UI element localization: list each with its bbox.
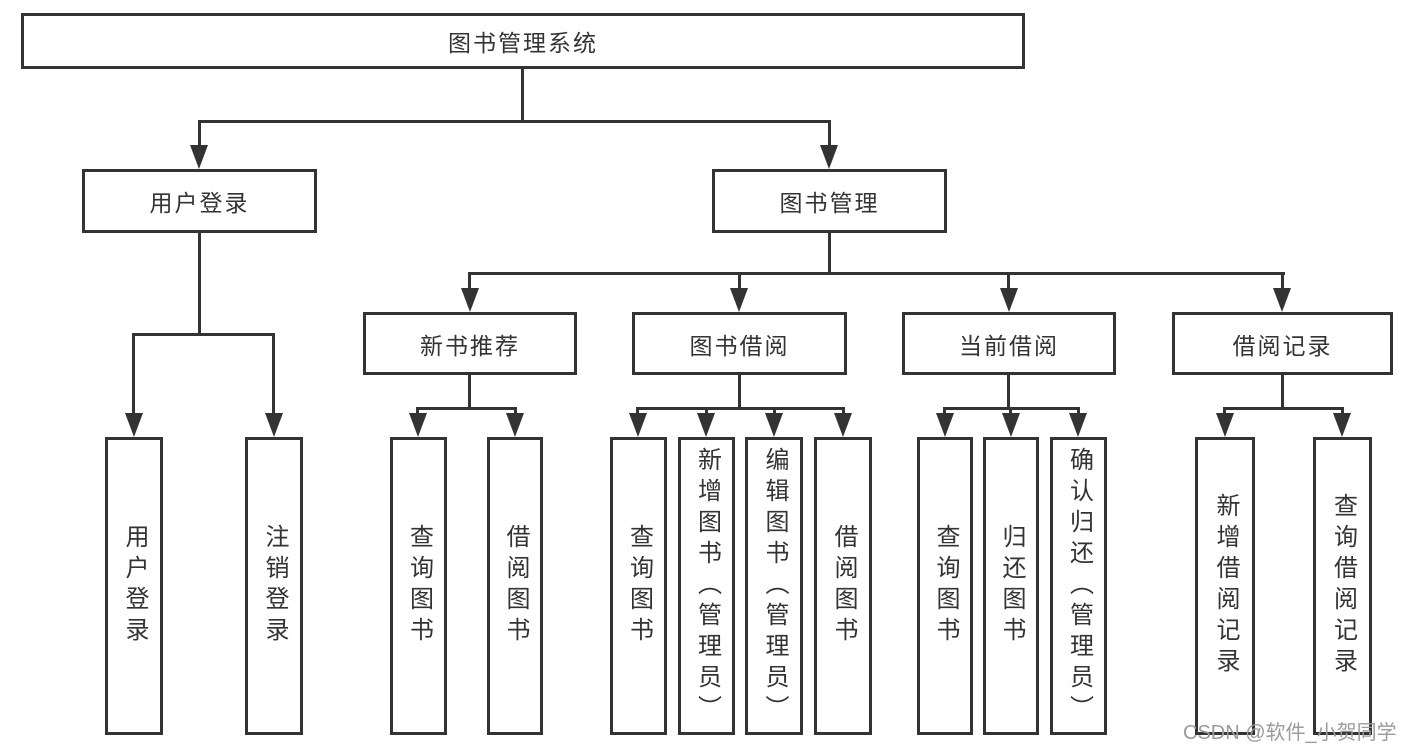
node-borrowing-records: 借阅记录: [1172, 312, 1393, 375]
arrowhead-leaf-borrow-recommend: [506, 413, 524, 437]
node-label: 新书推荐: [420, 332, 520, 359]
connector-leaf-drop: [1223, 407, 1226, 415]
node-label: 图书管理: [779, 190, 880, 216]
node-book-management: 图书管理: [712, 169, 947, 233]
arrowhead-leaf-add-record: [1216, 413, 1234, 437]
connector-recommend-drop: [468, 272, 471, 290]
connector-records-rail: [1223, 407, 1344, 410]
arrowhead-leaf-login: [125, 413, 143, 437]
arrowhead-recommend: [461, 288, 479, 312]
leaf-add-borrow-record: 新增借阅记录: [1195, 437, 1255, 735]
leaf-edit-book-admin: 编辑图书（管理员）: [745, 437, 803, 735]
leaf-borrow-books-borrowing: 借阅图书: [814, 437, 872, 735]
arrowhead-leaf-edit-book: [765, 413, 783, 437]
leaf-label: 借阅图书: [502, 524, 529, 648]
leaf-query-borrow-record: 查询借阅记录: [1313, 437, 1372, 735]
leaf-label: 新增借阅记录: [1212, 493, 1239, 679]
connector-user-login-stem: [198, 233, 201, 333]
arrowhead-leaf-logout: [265, 413, 283, 437]
node-label: 图书借阅: [689, 332, 790, 359]
leaf-query-books-recommend: 查询图书: [390, 437, 447, 735]
connector-level3-rail: [468, 272, 1285, 275]
leaf-label: 注销登录: [261, 524, 288, 648]
connector-records-stem: [1281, 375, 1284, 407]
connector-leaf-drop: [1077, 407, 1080, 415]
connector-leaf-drop: [705, 407, 708, 415]
arrowhead-leaf-query-borrowing: [629, 413, 647, 437]
connector-user-login-drop: [198, 120, 201, 147]
node-label: 图书管理系统: [448, 30, 598, 56]
leaf-add-book-admin: 新增图书（管理员）: [678, 437, 735, 735]
leaf-label: 用户登录: [121, 524, 148, 648]
leaf-query-books-borrowing: 查询图书: [610, 437, 667, 735]
connector-recommend-stem: [468, 375, 471, 407]
leaf-return-books: 归还图书: [983, 437, 1039, 735]
leaf-label: 查询图书: [405, 524, 433, 648]
connector-current-drop: [1007, 272, 1010, 290]
connector-leaf-drop: [514, 407, 517, 415]
connector-leaf-drop: [842, 407, 845, 415]
connector-root-stem: [521, 69, 524, 120]
connector-borrowing-drop: [738, 272, 741, 290]
connector-borrowing-rail: [636, 407, 845, 410]
connector-book-mgmt-stem: [828, 233, 831, 272]
leaf-user-login: 用户登录: [105, 437, 163, 735]
node-label: 借阅记录: [1232, 332, 1333, 359]
csdn-watermark: CSDN @软件_小贺同学: [1183, 722, 1397, 744]
node-library-management-system: 图书管理系统: [21, 13, 1025, 69]
leaf-label: 归还图书: [998, 524, 1025, 648]
leaf-label: 查询借阅记录: [1329, 493, 1357, 679]
connector-leaf-drop: [636, 407, 639, 415]
connector-leaf-drop: [1341, 407, 1344, 415]
connector-book-mgmt-drop: [828, 120, 831, 147]
leaf-label: 查询图书: [932, 524, 959, 648]
leaf-logout-login: 注销登录: [245, 437, 303, 735]
connector-leaf-drop: [1009, 407, 1012, 415]
arrowhead-leaf-return: [1002, 413, 1020, 437]
arrowhead-leaf-query-record: [1333, 413, 1351, 437]
leaf-label: 查询图书: [625, 524, 653, 648]
node-label: 当前借阅: [959, 332, 1059, 359]
connector-recommend-rail: [416, 407, 517, 410]
node-user-login: 用户登录: [82, 169, 317, 233]
leaf-label: 确认归还（管理员）: [1065, 446, 1093, 726]
arrowhead-leaf-borrow-borrowing: [834, 413, 852, 437]
connector-level2-rail: [198, 120, 831, 123]
arrowhead-leaf-query-recommend: [409, 413, 427, 437]
node-label: 用户登录: [149, 190, 250, 216]
arrowhead-book-mgmt: [820, 145, 838, 169]
arrowhead-borrowing: [730, 288, 748, 312]
leaf-label: 编辑图书（管理员）: [761, 446, 788, 726]
connector-current-stem: [1007, 375, 1010, 407]
connector-leaf-drop: [943, 407, 946, 415]
leaf-label: 新增图书（管理员）: [693, 446, 721, 726]
arrowhead-leaf-add-book: [697, 413, 715, 437]
connector-leaf-drop: [416, 407, 419, 415]
node-new-book-recommend: 新书推荐: [363, 312, 577, 375]
leaf-borrow-books-recommend: 借阅图书: [487, 437, 543, 735]
connector-borrowing-stem: [738, 375, 741, 407]
connector-leaf-logout-drop: [272, 333, 275, 415]
connector-user-login-rail: [132, 333, 275, 336]
arrowhead-leaf-query-current: [936, 413, 954, 437]
connector-records-drop: [1281, 272, 1284, 290]
leaf-label: 借阅图书: [830, 524, 857, 648]
arrowhead-current: [1000, 288, 1018, 312]
connector-leaf-login-drop: [132, 333, 135, 415]
arrowhead-leaf-confirm-return: [1069, 413, 1087, 437]
node-current-borrowing: 当前借阅: [902, 312, 1116, 375]
leaf-confirm-return-admin: 确认归还（管理员）: [1050, 437, 1107, 735]
arrowhead-user-login: [190, 145, 208, 169]
leaf-query-books-current: 查询图书: [917, 437, 973, 735]
arrowhead-records: [1273, 288, 1291, 312]
connector-leaf-drop: [773, 407, 776, 415]
node-book-borrowing: 图书借阅: [632, 312, 847, 375]
